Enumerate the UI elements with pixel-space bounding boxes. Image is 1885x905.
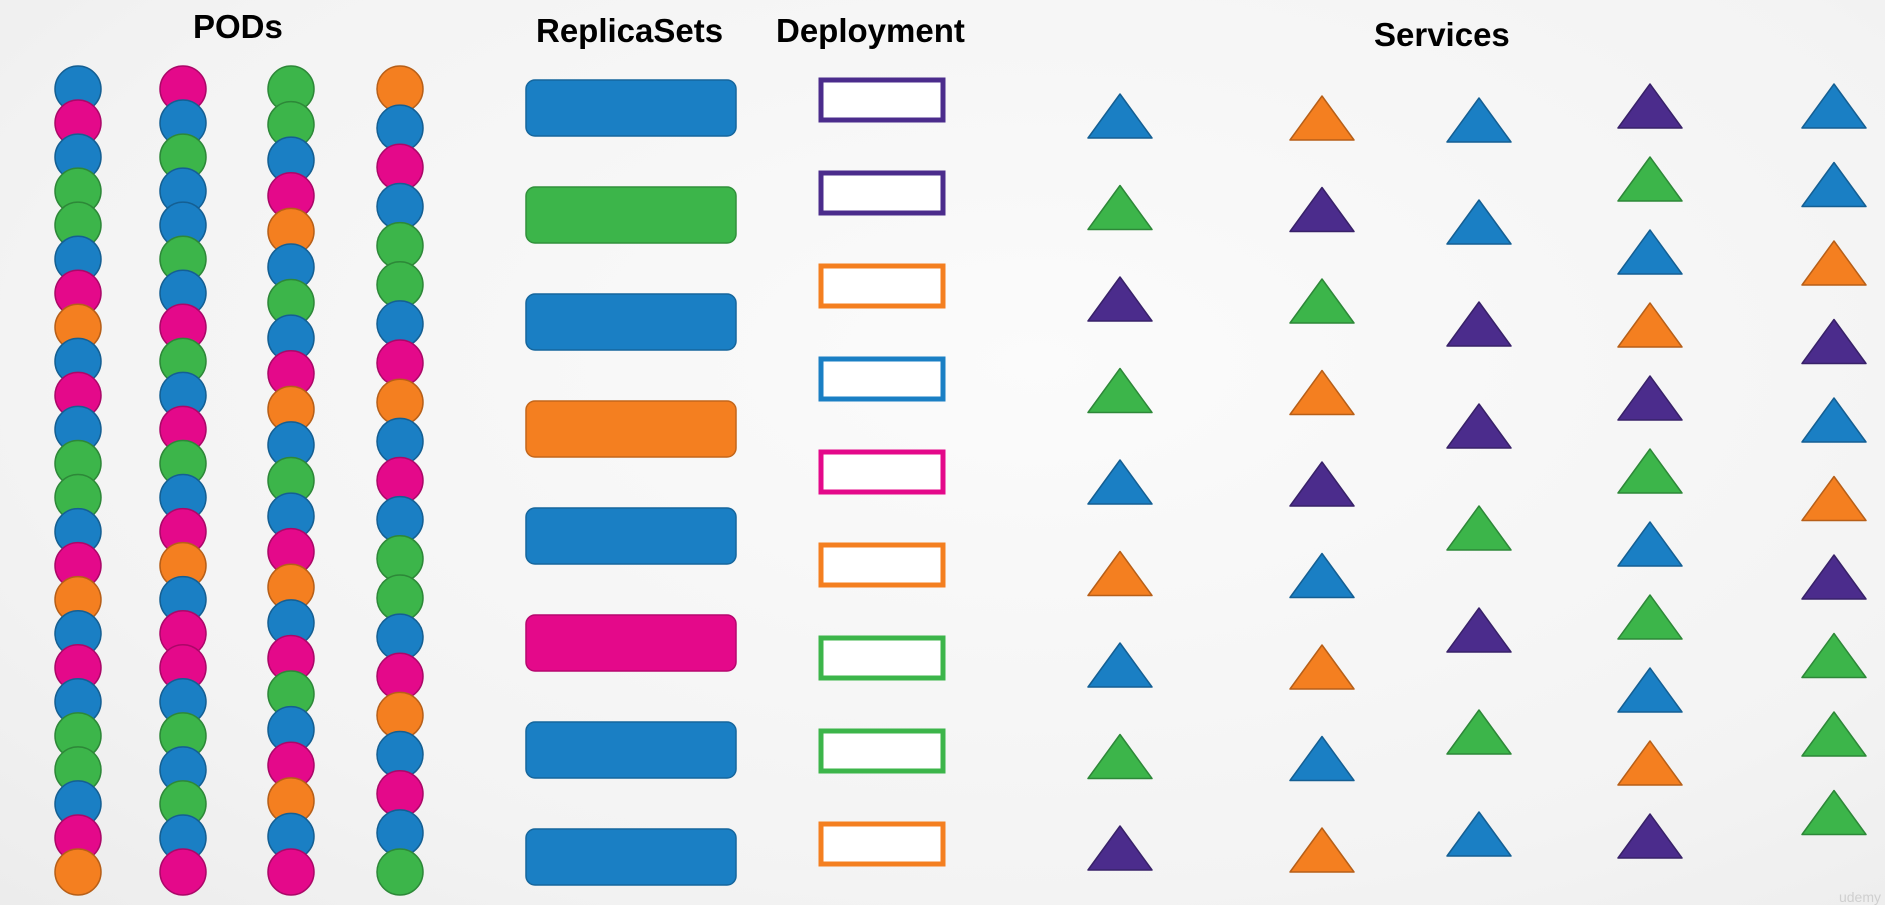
service-5-1-blue: [1801, 83, 1867, 129]
service-3-7-green: [1446, 709, 1512, 755]
service-2-5-purple: [1289, 461, 1355, 507]
replicasets-title: ReplicaSets: [536, 12, 724, 49]
watermark: udemy: [1838, 889, 1881, 905]
replicaset-3-blue: [525, 293, 737, 351]
service-2-7-orange: [1289, 644, 1355, 690]
service-2-1-orange: [1289, 95, 1355, 141]
deployment-4-blue: [818, 356, 946, 402]
service-2-6-blue: [1289, 552, 1355, 599]
service-5-2-blue: [1801, 161, 1867, 208]
deployment-3-orange: [818, 263, 946, 309]
deployment-1-purple: [818, 77, 946, 123]
service-3-2-blue: [1446, 199, 1512, 245]
service-4-3-blue: [1617, 229, 1683, 275]
service-4-5-purple: [1617, 375, 1683, 421]
deployment-8-green: [818, 728, 946, 774]
service-4-6-green: [1617, 448, 1683, 494]
service-2-4-orange: [1289, 369, 1355, 416]
service-1-7-blue: [1087, 642, 1153, 688]
service-4-2-green: [1617, 156, 1683, 202]
service-1-9-purple: [1087, 825, 1153, 871]
service-3-4-purple: [1446, 403, 1512, 449]
replicaset-4-orange: [525, 400, 737, 458]
service-4-1-purple: [1617, 83, 1683, 129]
deployment-5-pink: [818, 449, 946, 495]
service-5-7-purple: [1801, 554, 1867, 600]
services-title: Services: [1374, 16, 1510, 53]
service-4-8-green: [1617, 594, 1683, 640]
service-4-11-purple: [1617, 813, 1683, 859]
service-5-3-orange: [1801, 240, 1867, 286]
service-2-2-purple: [1289, 186, 1355, 233]
service-5-8-green: [1801, 632, 1867, 679]
pod-2-24-pink: [159, 848, 207, 896]
service-1-2-green: [1087, 184, 1153, 231]
replicaset-8-blue: [525, 828, 737, 886]
service-4-4-orange: [1617, 302, 1683, 348]
deployment-9-orange: [818, 821, 946, 867]
replicaset-7-blue: [525, 721, 737, 779]
service-5-5-blue: [1801, 397, 1867, 443]
service-5-4-purple: [1801, 318, 1867, 365]
deployment-2-purple: [818, 170, 946, 216]
deployment-7-green: [818, 635, 946, 681]
service-1-8-green: [1087, 733, 1153, 780]
pod-3-23-pink: [267, 848, 315, 896]
service-1-1-blue: [1087, 93, 1153, 139]
replicaset-2-green: [525, 186, 737, 244]
replicaset-6-pink: [525, 614, 737, 672]
service-4-7-blue: [1617, 521, 1683, 567]
service-2-3-green: [1289, 278, 1355, 324]
service-5-9-green: [1801, 711, 1867, 757]
service-5-10-green: [1801, 789, 1867, 836]
service-3-1-blue: [1446, 97, 1512, 143]
service-3-5-green: [1446, 505, 1512, 551]
service-3-3-purple: [1446, 301, 1512, 347]
service-4-9-blue: [1617, 667, 1683, 713]
pods-title: PODs: [193, 8, 283, 45]
service-1-3-purple: [1087, 276, 1153, 322]
replicaset-5-blue: [525, 507, 737, 565]
service-3-8-blue: [1446, 811, 1512, 857]
service-1-4-green: [1087, 367, 1153, 414]
service-2-9-orange: [1289, 827, 1355, 873]
service-1-6-orange: [1087, 550, 1153, 597]
service-3-6-purple: [1446, 607, 1512, 653]
service-5-6-orange: [1801, 475, 1867, 522]
service-2-8-blue: [1289, 735, 1355, 782]
deployment-title: Deployment: [776, 12, 965, 49]
pod-4-21-green: [376, 848, 424, 896]
service-4-10-orange: [1617, 740, 1683, 786]
pod-1-24-orange: [54, 848, 102, 896]
service-1-5-blue: [1087, 459, 1153, 505]
replicaset-1-blue: [525, 79, 737, 137]
deployment-6-orange: [818, 542, 946, 588]
